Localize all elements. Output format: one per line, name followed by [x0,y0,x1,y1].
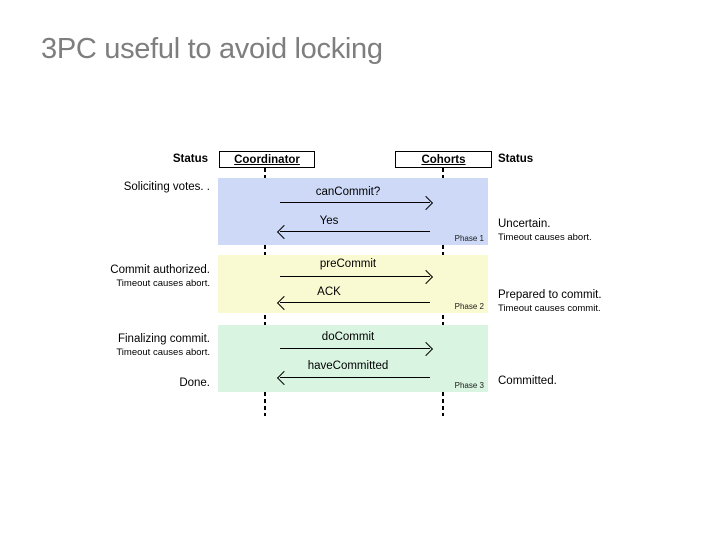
arrow-right-cancommit [280,202,430,203]
coordinator-label: Coordinator [234,153,300,166]
status-header-right: Status [498,153,534,165]
phase3-label: Phase 3 [454,381,484,390]
phase3-band: Phase 3 [218,325,488,392]
message-label-yes: Yes [319,215,339,227]
cohorts-note-phase2: Timeout causes commit. [498,303,601,314]
coordinator-status-phase1: Soliciting votes. . [123,181,210,193]
message-label-cancommit: canCommit? [315,186,381,198]
coordinator-status-done: Done. [179,377,210,389]
slide-title: 3PC useful to avoid locking [41,33,383,65]
coordinator-status-phase3: Finalizing commit. [117,333,210,345]
cohorts-status-phase1: Uncertain. [498,218,551,230]
status-header-left: Status [172,153,208,165]
cohorts-note-phase1: Timeout causes abort. [498,232,592,243]
arrow-left-havecommitted [280,377,430,378]
phase2-band: Phase 2 [218,255,488,313]
coordinator-status-phase2: Commit authorized. [110,264,210,276]
arrow-left-yes [280,231,430,232]
cohorts-box: Cohorts [395,151,492,168]
cohorts-status-phase3: Committed. [498,375,557,387]
arrow-left-ack [280,302,430,303]
message-label-precommit: preCommit [319,258,377,270]
phase2-label: Phase 2 [454,302,484,311]
arrow-right-precommit [280,276,430,277]
phase1-band: Phase 1 [218,178,488,245]
phase1-label: Phase 1 [454,234,484,243]
coordinator-box: Coordinator [219,151,315,168]
message-label-ack: ACK [317,286,341,298]
coordinator-note-phase3: Timeout causes abort. [116,347,210,358]
cohorts-label: Cohorts [421,153,466,166]
coordinator-note-phase2: Timeout causes abort. [116,278,210,289]
cohorts-status-phase2: Prepared to commit. [498,289,602,301]
message-label-docommit: doCommit [321,331,375,343]
message-label-havecommitted: haveCommitted [307,360,389,372]
arrow-right-docommit [280,348,430,349]
